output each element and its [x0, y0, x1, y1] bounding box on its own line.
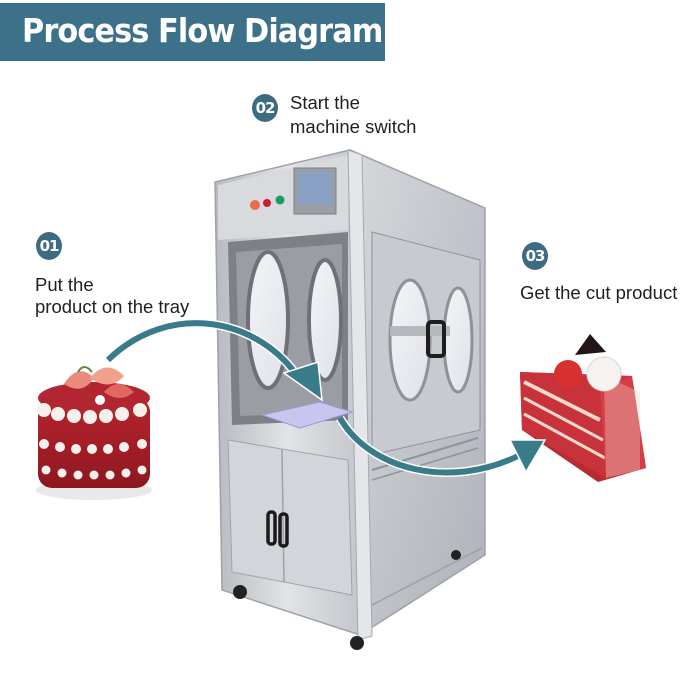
page-title: Process Flow Diagram	[22, 11, 383, 50]
flow-arrow-2	[336, 415, 547, 478]
machine-front	[214, 149, 373, 641]
cake-slice-image	[520, 334, 646, 482]
machine-side-panel	[349, 148, 486, 637]
side-door-handle	[426, 320, 446, 358]
cream-ball	[586, 356, 622, 392]
step-1-badge: 01	[36, 232, 62, 260]
step-2-badge: 02	[252, 94, 278, 122]
step-1-line-1: Put the	[35, 274, 94, 295]
emergency-stop-button[interactable]	[250, 200, 260, 210]
title-banner: Process Flow Diagram	[0, 3, 385, 61]
step-2-line-1: Start the	[290, 92, 360, 113]
cabinet-handle-right	[278, 512, 289, 548]
step-3-badge: 03	[522, 242, 548, 270]
strawberry	[554, 360, 582, 388]
cabinet-handle-left	[266, 510, 277, 546]
start-button[interactable]	[275, 195, 285, 205]
step-3-line-1: Get the cut product	[520, 282, 678, 303]
whole-cake-image	[36, 366, 152, 500]
caster-wheels	[233, 550, 461, 650]
step-2-line-2: machine switch	[290, 116, 417, 137]
strawberry-topping	[64, 366, 134, 405]
touch-screen[interactable]	[298, 172, 332, 204]
chocolate-decoration	[575, 334, 606, 355]
control-panel	[250, 167, 337, 215]
stop-button[interactable]	[263, 199, 271, 207]
step-1-line-2: product on the tray	[35, 296, 190, 317]
flow-arrow-1	[104, 318, 323, 402]
